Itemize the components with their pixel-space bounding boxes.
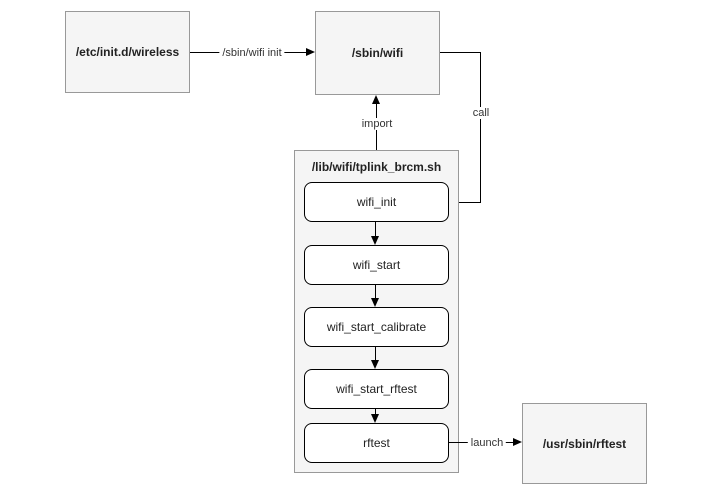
- arrowhead-right-icon: [306, 48, 315, 56]
- edge-call-segment-bottom: [457, 202, 481, 203]
- node-usr-sbin-rftest: /usr/sbin/rftest: [522, 403, 647, 484]
- func-rftest: rftest: [304, 423, 449, 463]
- container-title: /lib/wifi/tplink_brcm.sh: [311, 160, 442, 174]
- arrowhead-down-icon: [371, 298, 379, 307]
- arrowhead-up-icon: [372, 95, 380, 104]
- arrowhead-right-icon: [513, 438, 522, 446]
- edge-wifi-start-to-calibrate: [375, 285, 376, 299]
- node-label: /sbin/wifi: [351, 46, 404, 60]
- edge-start-rftest-to-rftest: [375, 409, 376, 415]
- edge-label-import: import: [358, 118, 396, 130]
- edge-call-segment-vertical: [480, 52, 481, 203]
- func-wifi-init: wifi_init: [304, 182, 449, 222]
- func-label: wifi_start: [352, 258, 401, 272]
- func-wifi-start-rftest: wifi_start_rftest: [304, 369, 449, 409]
- func-wifi-start-calibrate: wifi_start_calibrate: [304, 307, 449, 347]
- edge-calibrate-to-start-rftest: [375, 347, 376, 361]
- func-label: wifi_init: [356, 195, 397, 209]
- edge-label-call: call: [469, 107, 493, 119]
- node-etc-init-d-wireless: /etc/init.d/wireless: [65, 11, 190, 93]
- node-sbin-wifi: /sbin/wifi: [315, 11, 440, 95]
- func-label: wifi_start_calibrate: [326, 320, 427, 334]
- edge-label-init: /sbin/wifi init: [219, 47, 285, 59]
- func-label: wifi_start_rftest: [336, 382, 417, 396]
- func-wifi-start: wifi_start: [304, 245, 449, 285]
- arrowhead-down-icon: [371, 360, 379, 369]
- arrowhead-down-icon: [371, 414, 379, 423]
- node-label: /usr/sbin/rftest: [542, 436, 627, 451]
- arrowhead-down-icon: [371, 236, 379, 245]
- node-label: /etc/init.d/wireless: [75, 45, 180, 59]
- func-label: rftest: [363, 436, 390, 450]
- edge-label-launch: launch: [467, 437, 507, 449]
- edge-wifi-init-to-wifi-start: [375, 222, 376, 237]
- edge-call-segment-top: [440, 52, 481, 53]
